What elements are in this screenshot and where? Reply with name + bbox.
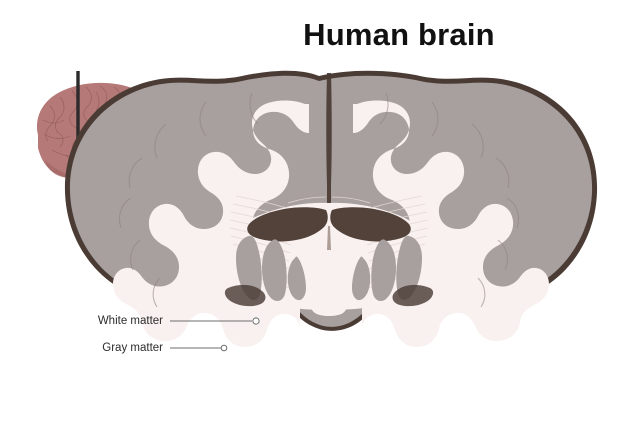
white-matter-callout xyxy=(170,317,260,325)
lateral-ventricle-right xyxy=(330,207,411,242)
gray-matter-callout xyxy=(170,344,228,352)
cortex-sulci-shading xyxy=(118,92,520,308)
putamen-right xyxy=(371,239,396,302)
longitudinal-fissure xyxy=(326,73,332,215)
white-matter-marker xyxy=(252,317,260,325)
gray-matter-marker xyxy=(220,344,228,352)
temporal-sulcus-right xyxy=(392,284,434,307)
caudate-right xyxy=(396,235,422,300)
caudate-left xyxy=(236,235,262,300)
globus-pallidus-left xyxy=(287,256,306,301)
page-title: Human brain xyxy=(303,17,495,52)
gray-matter-label: Gray matter xyxy=(102,342,163,354)
temporal-sulcus-left xyxy=(224,284,266,307)
basal-ganglia-right xyxy=(352,235,422,302)
septum-pellucidum xyxy=(327,226,331,250)
white-matter-label: White matter xyxy=(97,315,163,327)
lateral-ventricle-left xyxy=(247,207,328,242)
globus-pallidus-right xyxy=(352,256,371,301)
basal-ganglia-left xyxy=(236,235,306,302)
putamen-left xyxy=(262,239,287,302)
midbrain-region xyxy=(311,295,347,316)
